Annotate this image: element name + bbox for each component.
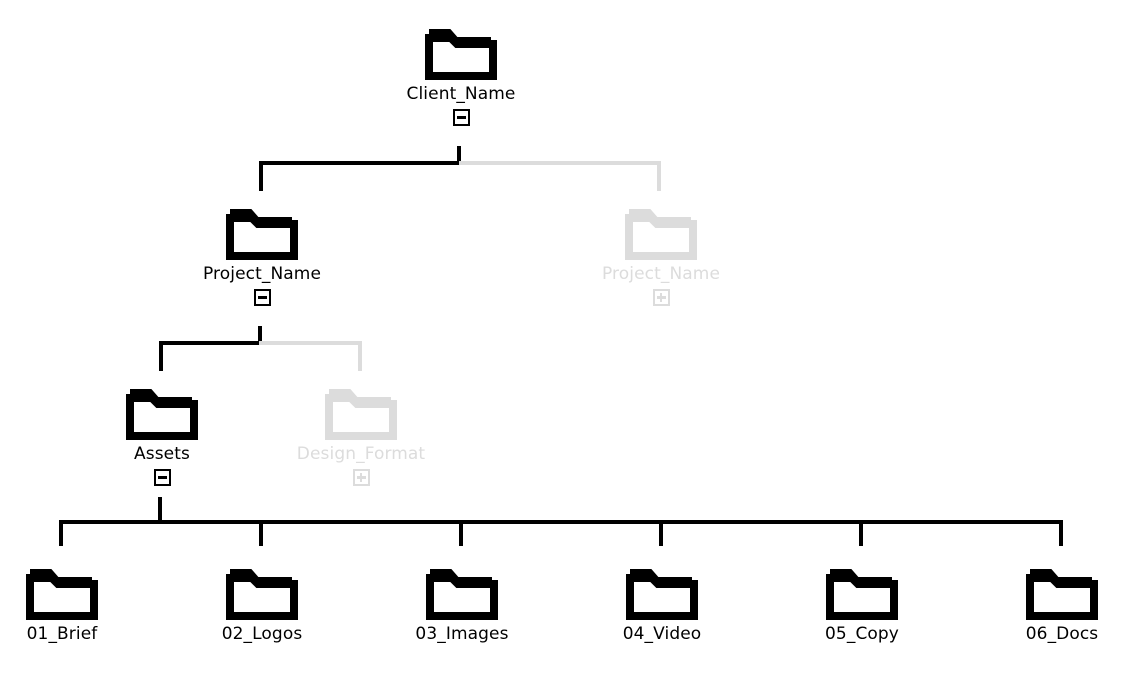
folder-icon (226, 209, 298, 260)
node-label: Project_Name (202, 264, 322, 284)
connector-assets-bar (59, 520, 1063, 524)
folder-icon (126, 389, 198, 440)
connector-drop-project-active (259, 161, 263, 191)
tree-node-assets[interactable]: Assets (62, 378, 262, 486)
minus-bar (157, 476, 167, 479)
connector-drop-leaf-3 (459, 520, 463, 546)
folder-icon-wrap (261, 378, 461, 440)
folder-icon (1026, 569, 1098, 620)
connector-drop-design-format (358, 341, 362, 371)
connector-client-bar-left (259, 161, 461, 165)
node-label: Client_Name (406, 84, 516, 104)
connector-drop-assets (159, 341, 163, 371)
folder-icon (226, 569, 298, 620)
folder-icon (325, 389, 397, 440)
tree-node-project-name-active[interactable]: Project_Name (162, 198, 362, 306)
folder-icon-wrap (162, 558, 362, 620)
folder-icon (26, 569, 98, 620)
node-label: 03_Images (415, 624, 509, 644)
connector-client-bar-right (459, 161, 661, 165)
node-label: 02_Logos (221, 624, 303, 644)
connector-assets-drop (158, 497, 162, 522)
minus-bar (257, 296, 267, 299)
tree-node-06-docs[interactable]: 06_Docs (962, 558, 1125, 644)
node-label: Project_Name (601, 264, 721, 284)
plus-bar-vertical (359, 473, 363, 482)
folder-icon (426, 569, 498, 620)
connector-drop-leaf-1 (59, 520, 63, 546)
connector-drop-leaf-6 (1059, 520, 1063, 546)
tree-node-04-video[interactable]: 04_Video (562, 558, 762, 644)
folder-icon-wrap (962, 558, 1125, 620)
plus-bar-vertical (659, 293, 663, 302)
node-label: 04_Video (622, 624, 702, 644)
node-label: Design_Format (296, 444, 426, 464)
connector-drop-leaf-2 (259, 520, 263, 546)
connector-client-drop (457, 146, 461, 164)
tree-node-design-format[interactable]: Design_Format (261, 378, 461, 486)
node-label: Assets (134, 444, 190, 464)
tree-node-client-name[interactable]: Client_Name (361, 18, 561, 126)
connector-drop-leaf-4 (659, 520, 663, 546)
connector-project-bar-left (159, 341, 262, 345)
folder-icon-wrap (562, 558, 762, 620)
folder-icon-wrap (561, 198, 761, 260)
tree-node-project-name-collapsed[interactable]: Project_Name (561, 198, 761, 306)
tree-node-05-copy[interactable]: 05_Copy (762, 558, 962, 644)
folder-icon-wrap (62, 378, 262, 440)
plus-expander-icon[interactable] (652, 289, 670, 306)
minus-expander-icon[interactable] (452, 109, 470, 126)
folder-icon-wrap (0, 558, 162, 620)
connector-project-bar-right (259, 341, 362, 345)
folder-icon-wrap (762, 558, 962, 620)
folder-icon (625, 209, 697, 260)
folder-icon-wrap (162, 198, 362, 260)
plus-expander-icon[interactable] (352, 469, 370, 486)
tree-node-01-brief[interactable]: 01_Brief (0, 558, 162, 644)
node-label: 06_Docs (1025, 624, 1099, 644)
tree-node-02-logos[interactable]: 02_Logos (162, 558, 362, 644)
folder-icon-wrap (361, 18, 561, 80)
minus-bar (456, 116, 466, 119)
connector-project-drop (258, 326, 262, 344)
node-label: 01_Brief (26, 624, 98, 644)
folder-icon-wrap (362, 558, 562, 620)
tree-node-03-images[interactable]: 03_Images (362, 558, 562, 644)
folder-icon (626, 569, 698, 620)
connector-drop-project-collapsed (657, 161, 661, 191)
minus-expander-icon[interactable] (153, 469, 171, 486)
folder-icon (425, 29, 497, 80)
connector-drop-leaf-5 (859, 520, 863, 546)
minus-expander-icon[interactable] (253, 289, 271, 306)
node-label: 05_Copy (825, 624, 899, 644)
folder-icon (826, 569, 898, 620)
